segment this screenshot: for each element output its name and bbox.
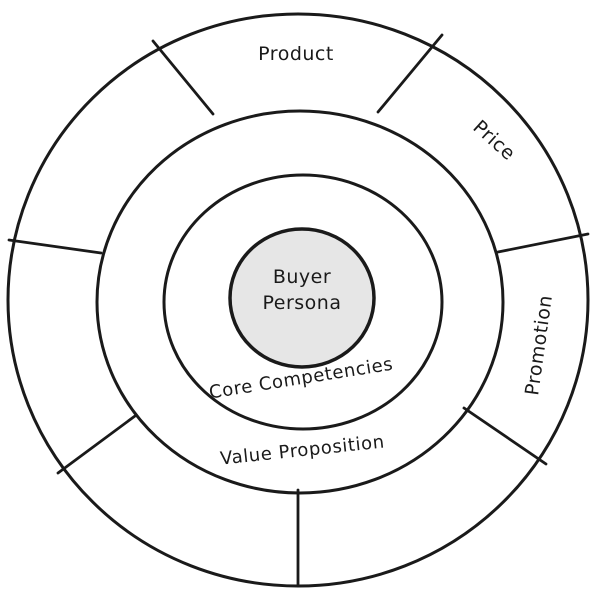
segment-divider-left: [7, 238, 103, 255]
segment-label-promotion: Promotion: [521, 294, 557, 397]
middle-ring: [95, 109, 505, 495]
segment-divider-bottom-right: [462, 406, 548, 466]
inner-ring: [162, 173, 444, 431]
ring-label-value-proposition: Value Proposition: [219, 431, 386, 469]
segment-label-price: Price: [468, 116, 519, 165]
segment-divider-bottom-left: [56, 414, 137, 475]
segment-divider-right: [496, 232, 590, 254]
segment-divider-top-left: [151, 39, 215, 116]
segment-label-product: Product: [258, 43, 334, 65]
center-label-line1: Buyer: [273, 266, 331, 288]
center-circle: [228, 227, 376, 369]
segment-divider-top-right: [376, 33, 444, 114]
center-label-line2: Persona: [263, 292, 342, 314]
